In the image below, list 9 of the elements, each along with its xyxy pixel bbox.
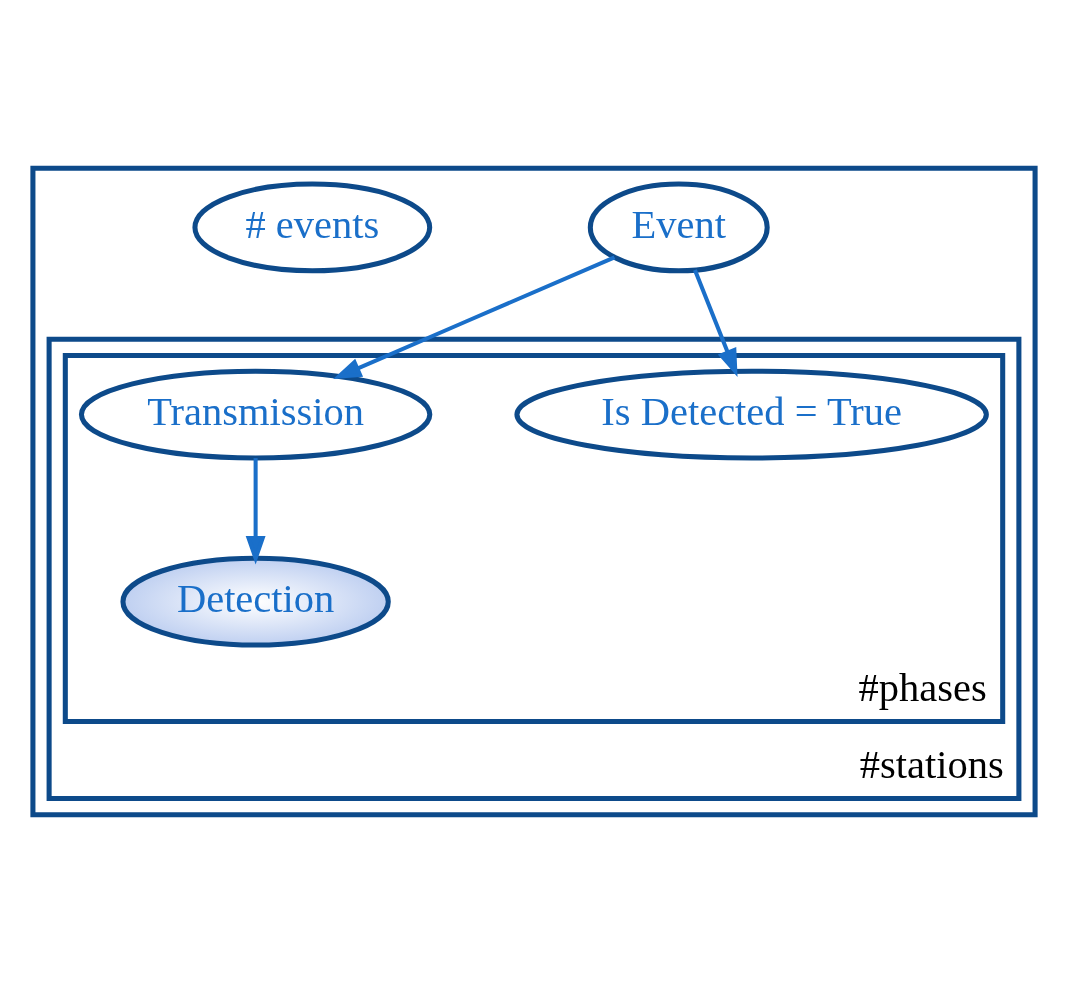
arrow bbox=[245, 458, 266, 565]
node-ellipse: Event bbox=[587, 181, 770, 274]
cluster bbox=[30, 165, 1038, 818]
node-ellipse: Is Detected = True bbox=[514, 368, 989, 461]
arrow bbox=[693, 269, 738, 378]
node-ellipse: # events bbox=[192, 181, 433, 274]
node-ellipse: Transmission bbox=[78, 368, 433, 461]
arrow bbox=[333, 255, 616, 379]
node-ellipse: Detection bbox=[120, 555, 391, 648]
